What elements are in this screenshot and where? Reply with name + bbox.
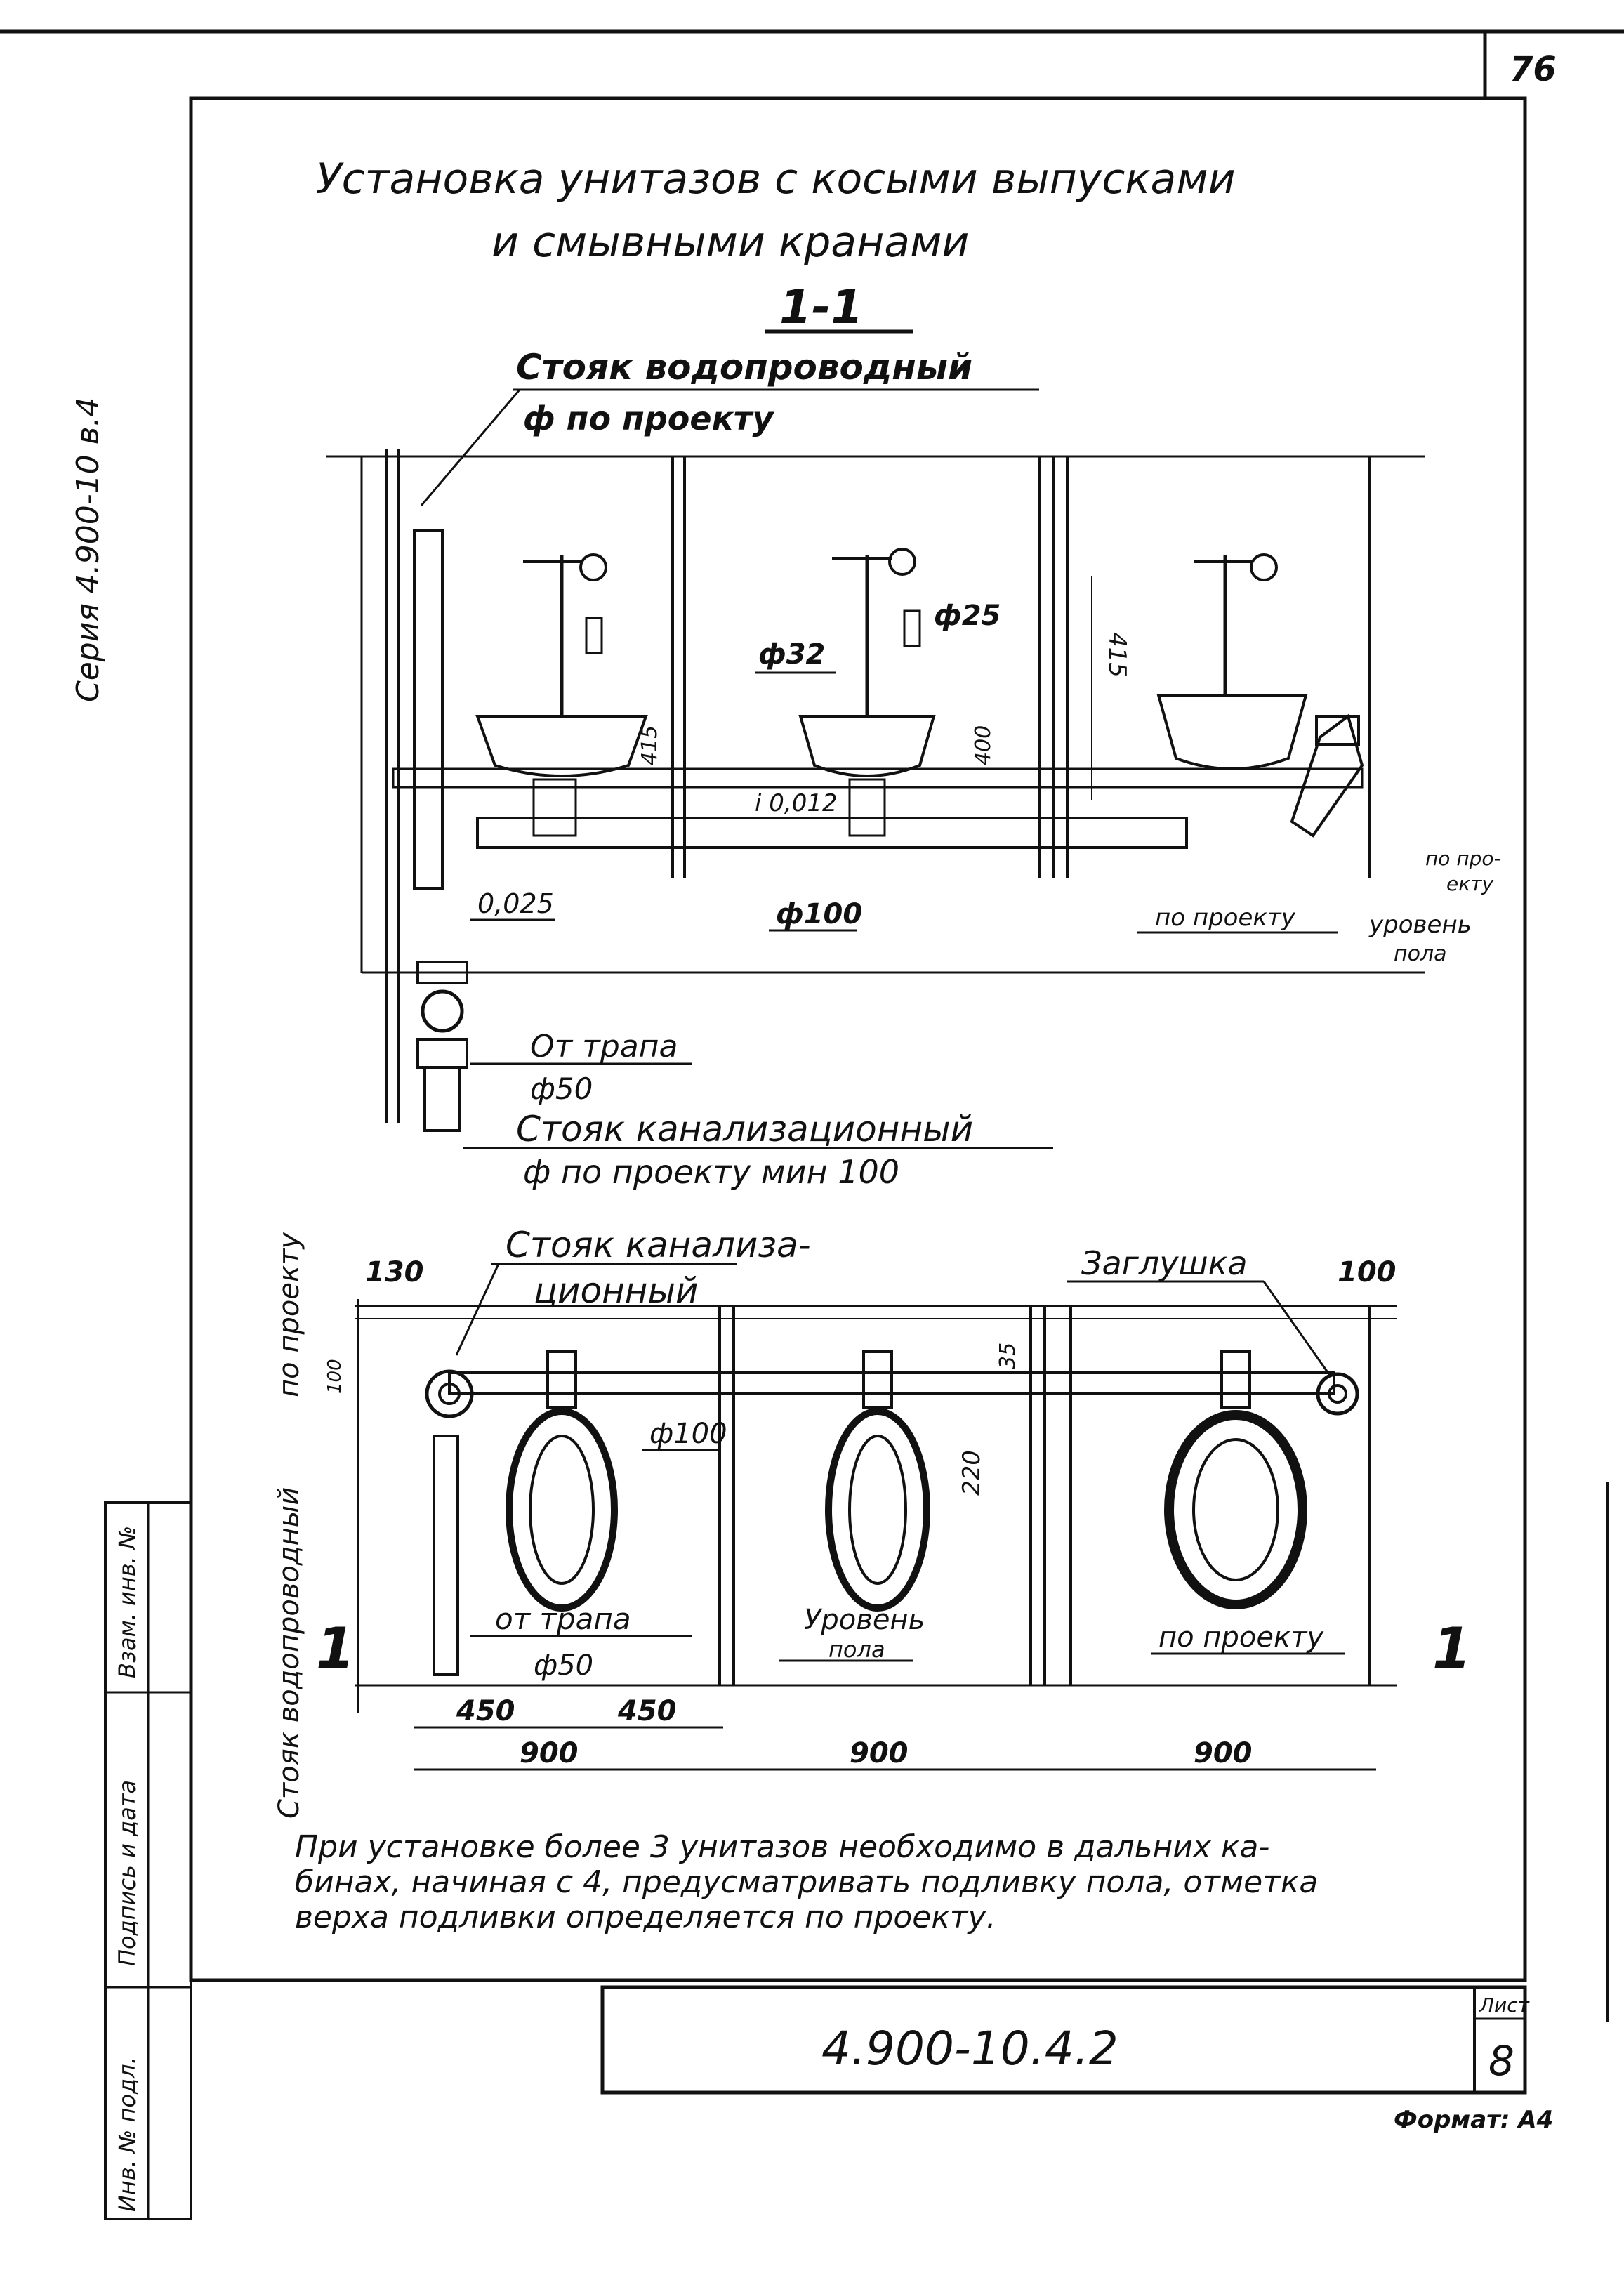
label-400: 400: [971, 725, 996, 765]
section-label: 1-1: [779, 280, 863, 334]
stamp-inv-number: Инв. № подл.: [114, 2057, 140, 2212]
plan-from-drain: от трапа: [495, 1602, 631, 1636]
supply-pipe: [392, 767, 1364, 789]
plan-floor2: пола: [828, 1636, 885, 1663]
series-stamp: Серия 4.900-10 в.4: [70, 397, 106, 703]
riser-sewer-label: Стояк канализационный: [516, 1109, 973, 1149]
riser-water-label: Стояк водопроводный: [516, 347, 972, 388]
dim-100-side: 100: [324, 1359, 345, 1394]
riser-water-dia: ф по проекту: [523, 400, 774, 437]
plan-sewer-riser-inner: [438, 1383, 461, 1405]
dim-220: 220: [958, 1450, 986, 1496]
label-slope1: i 0,012: [755, 789, 838, 817]
sheet-number: 8: [1488, 2037, 1514, 2085]
plan-riser-sewer-arrow: [455, 1263, 500, 1356]
label-from-drain: От трапа: [530, 1029, 678, 1065]
plan-water-riser: [433, 1435, 459, 1676]
label-floor2: пола: [1394, 942, 1447, 966]
plan-po-proektu-vert: по проекту: [273, 1232, 305, 1397]
plan-riser-water-vert: Стояк водопроводный: [273, 1487, 305, 1819]
format-label: Формат: А4: [1394, 2106, 1553, 2134]
toilet-plan-2: [825, 1350, 930, 1612]
label-415a: 415: [638, 725, 662, 765]
plan-label-d100: ф100: [649, 1418, 727, 1450]
dim-450a: 450: [456, 1695, 515, 1727]
note-line1: При установке более 3 унитазов необходим…: [295, 1829, 1269, 1865]
plan-po-proektu: по проекту: [1158, 1621, 1324, 1654]
plan-riser-sewer-2: ционный: [534, 1270, 698, 1311]
note-line2: бинах, начиная с 4, предусматривать подл…: [295, 1864, 1318, 1900]
label-d25: ф25: [934, 600, 1001, 632]
dim-900c: 900: [1194, 1737, 1253, 1770]
toilet-section-1: [475, 553, 648, 837]
plan-riser-sewer-1: Стояк канализа-: [506, 1225, 811, 1265]
dim-35: 35: [996, 1343, 1020, 1369]
plan-view: Стояк канализа- ционный Заглушка 130 100: [273, 1225, 1472, 1819]
label-d32: ф32: [758, 638, 825, 671]
riser-socket-1: [416, 961, 468, 984]
section-mark-right: 1: [1432, 1616, 1472, 1681]
label-po-proektu-right: по про-: [1425, 847, 1501, 870]
plan-floor1: Уровень: [804, 1604, 925, 1636]
riser-water-arrow: [420, 389, 521, 506]
stamp-replaces-inv: Взам. инв. №: [114, 1526, 140, 1678]
riser-socket-2: [416, 1038, 468, 1069]
plan-plug-inner: [1328, 1384, 1347, 1404]
riser-sewer-dia: ф по проекту мин 100: [523, 1153, 899, 1191]
drain-pipe: [476, 817, 1188, 849]
plan-plug: [1316, 1372, 1359, 1416]
note-line3: верха подливки определяется по проекту.: [295, 1899, 996, 1935]
plan-sewer-riser: [425, 1369, 474, 1418]
label-415b: 415: [1103, 632, 1131, 678]
partitions: [671, 456, 1371, 878]
section-mark-left: 1: [316, 1616, 355, 1681]
label-po-proektu-right2: екту: [1446, 872, 1493, 895]
plan-plug-label: Заглушка: [1081, 1244, 1248, 1282]
dim-900a: 900: [520, 1737, 579, 1770]
toilet-plan-3: [1164, 1350, 1307, 1609]
stamp-strip: Инв. № подл. Подпись и дата Взам. инв. №: [104, 1501, 192, 2220]
drawing-title-line2: и смывными кранами: [491, 218, 969, 267]
drawing-frame: [189, 96, 1527, 1982]
label-slope2: 0,025: [477, 888, 554, 919]
label-floor1: уровень: [1368, 911, 1472, 939]
drawing-title-line1: Установка унитазов с косыми выпусками: [316, 154, 1236, 204]
riser-lower: [423, 1066, 461, 1132]
plan-plug-arrow: [1262, 1281, 1332, 1377]
dim-130: 130: [365, 1256, 424, 1289]
toilet-section-2: [798, 548, 936, 837]
label-po-proektu: по проекту: [1155, 904, 1296, 932]
page-number: 76: [1510, 50, 1557, 89]
label-d50: ф50: [530, 1072, 593, 1106]
toilet-section-3: [1156, 553, 1364, 838]
section-view: Стояк водопроводный ф по проекту: [326, 347, 1501, 1191]
dim-900b: 900: [850, 1737, 909, 1770]
dim-100-top: 100: [1338, 1256, 1397, 1289]
trap-fitting: [421, 989, 464, 1033]
plan-partitions: [718, 1306, 1371, 1685]
stamp-signature-date: Подпись и дата: [114, 1780, 140, 1966]
label-d100: ф100: [776, 898, 862, 930]
plan-d50: ф50: [534, 1649, 593, 1682]
toilet-plan-1: [506, 1350, 618, 1612]
water-riser-pipe: [413, 529, 444, 890]
title-block: 4.900-10.4.2 Лист 8: [600, 1985, 1530, 2095]
dim-450b: 450: [617, 1695, 677, 1727]
doc-code: 4.900-10.4.2: [821, 2022, 1118, 2076]
sheet-label: Лист: [1479, 1994, 1530, 2017]
